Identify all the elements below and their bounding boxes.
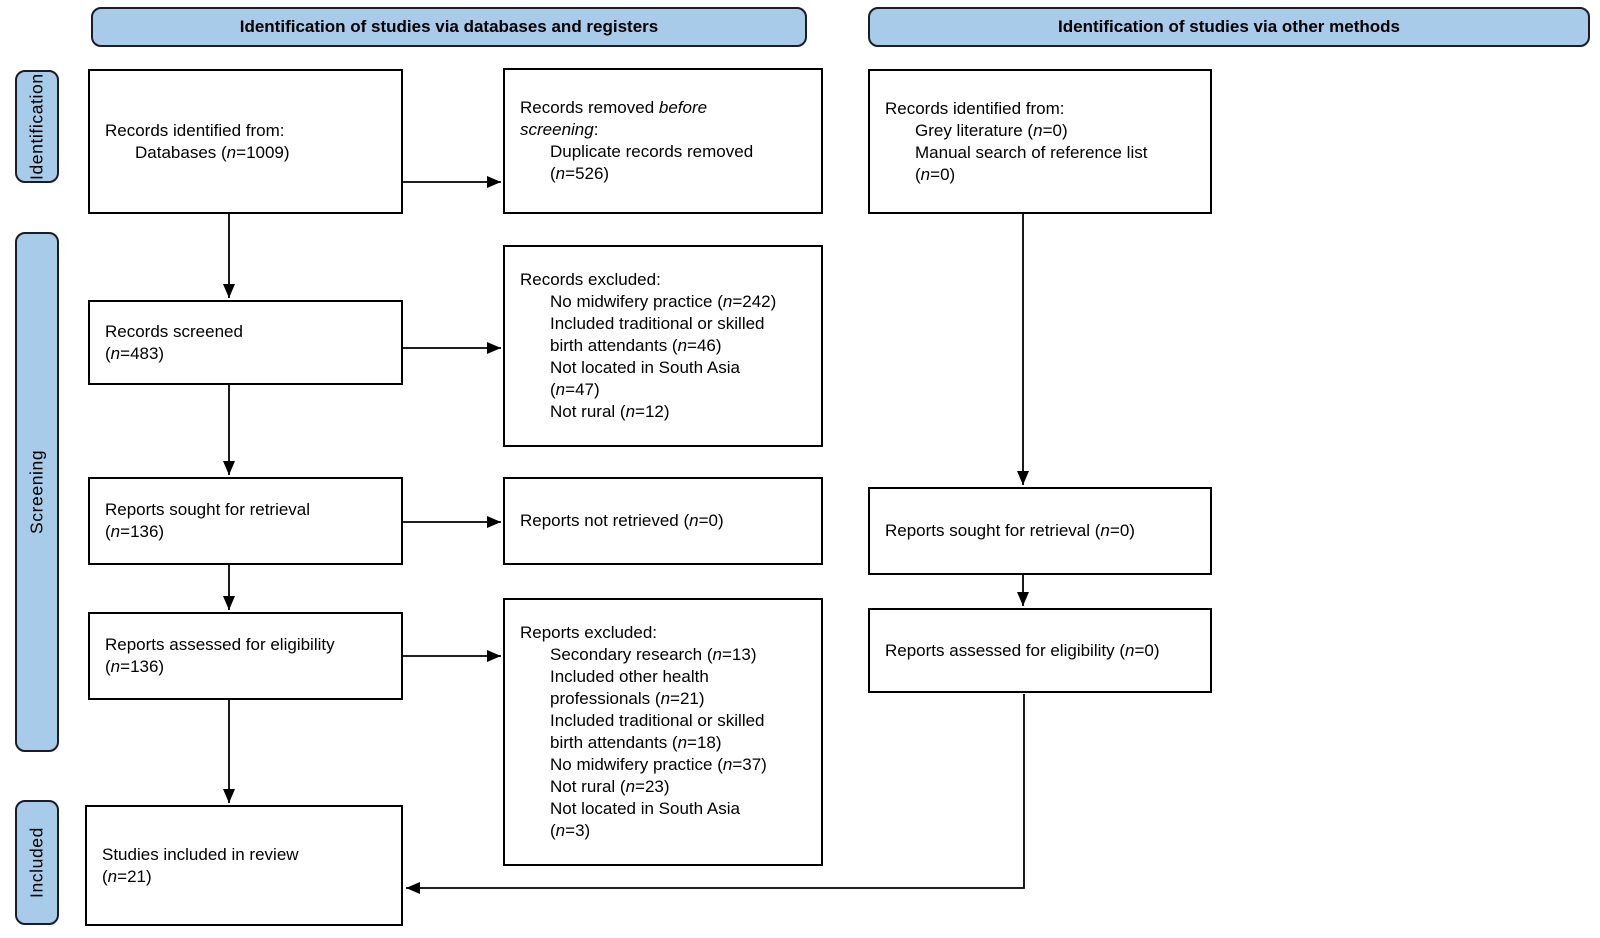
box-text-line: Reports excluded: [520, 623, 658, 642]
box-records-excluded: Records excluded: No midwifery practice (… [503, 245, 823, 447]
box-text-line: (n=483) [105, 343, 165, 363]
box-reports-sought-retrieval-other: Reports sought for retrieval (n=0) [868, 487, 1212, 575]
box-records-identified-other-methods: Records identified from:Grey literature … [868, 69, 1212, 214]
box-text-line: Not rural (n=12) [550, 402, 670, 421]
box-text-line: Grey literature (n=0) [915, 120, 1068, 140]
box-text-line: birth attendants (n=18) [550, 733, 722, 752]
stage-screening-text: Screening [26, 449, 47, 535]
box-text-line: (n=136) [105, 657, 165, 676]
box-text-line: Included traditional or skilled [550, 314, 765, 333]
box-text-line: Studies included in review [102, 844, 299, 864]
box-text-line: Not rural (n=23) [550, 777, 670, 796]
box-text-line: Reports assessed for eligibility [105, 635, 335, 654]
box-text-line: No midwifery practice (n=37) [550, 755, 767, 774]
box-reports-excluded: Reports excluded: Secondary research (n=1… [503, 598, 823, 866]
box-text-line: No midwifery practice (n=242) [550, 292, 777, 311]
box-reports-assessed-eligibility: Reports assessed for eligibility (n=136) [88, 612, 403, 700]
header-databases-registers: Identification of studies via databases … [91, 7, 807, 47]
box-text-line: Records removed before [520, 98, 708, 117]
stage-label-screening: Screening [15, 232, 59, 752]
box-records-removed-before-screening: Records removed before screening: Duplicat… [503, 68, 823, 214]
box-text-line: Included other health [550, 667, 709, 686]
box-text-line: Not located in South Asia [550, 358, 740, 377]
stage-label-identification: Identification [15, 70, 59, 183]
box-text-line: Reports not retrieved (n=0) [520, 511, 724, 530]
box-text-line: Duplicate records removed [550, 142, 754, 161]
box-text-line: birth attendants (n=46) [550, 336, 722, 355]
box-text-line: Reports sought for retrieval (n=0) [885, 521, 1135, 540]
box-text-line: Reports assessed for eligibility (n=0) [885, 640, 1160, 660]
box-text-line: Records excluded: [520, 270, 661, 289]
box-text-line: Reports sought for retrieval [105, 500, 311, 519]
box-text-line: Databases (n=1009) [135, 142, 290, 162]
box-text-line: Records identified from: [885, 98, 1065, 118]
box-text-line: Included traditional or skilled [550, 711, 765, 730]
box-text-line: (n=21) [102, 866, 152, 886]
box-reports-sought-retrieval: Reports sought for retrieval (n=136) [88, 477, 403, 565]
box-text-line: (n=47) [550, 380, 600, 399]
box-text-line: (n=526) [550, 164, 610, 183]
box-text-line: Manual search of reference list [915, 142, 1148, 162]
box-reports-not-retrieved: Reports not retrieved (n=0) [503, 477, 823, 565]
header-other-methods-label: Identification of studies via other meth… [1058, 17, 1400, 36]
box-text-line: professionals (n=21) [550, 689, 705, 708]
box-records-screened: Records screened(n=483) [88, 300, 403, 385]
box-text-line: Not located in South Asia [550, 799, 740, 818]
box-text-line: Secondary research (n=13) [550, 645, 757, 664]
stage-included-text: Included [26, 827, 47, 898]
stage-label-included: Included [15, 800, 59, 925]
header-databases-registers-label: Identification of studies via databases … [239, 17, 659, 36]
box-reports-assessed-eligibility-other: Reports assessed for eligibility (n=0) [868, 608, 1212, 693]
box-text-line: (n=0) [915, 164, 956, 184]
box-text-line: Records screened [105, 321, 243, 341]
box-studies-included-review: Studies included in review(n=21) [85, 805, 403, 926]
header-other-methods: Identification of studies via other meth… [868, 7, 1590, 47]
box-text-line: screening: [520, 120, 599, 139]
stage-identification-text: Identification [26, 73, 47, 180]
box-text-line: Records identified from: [105, 120, 285, 140]
box-text-line: (n=136) [105, 522, 165, 541]
box-records-identified-databases: Records identified from:Databases (n=100… [88, 69, 403, 214]
box-text-line: (n=3) [550, 821, 591, 840]
